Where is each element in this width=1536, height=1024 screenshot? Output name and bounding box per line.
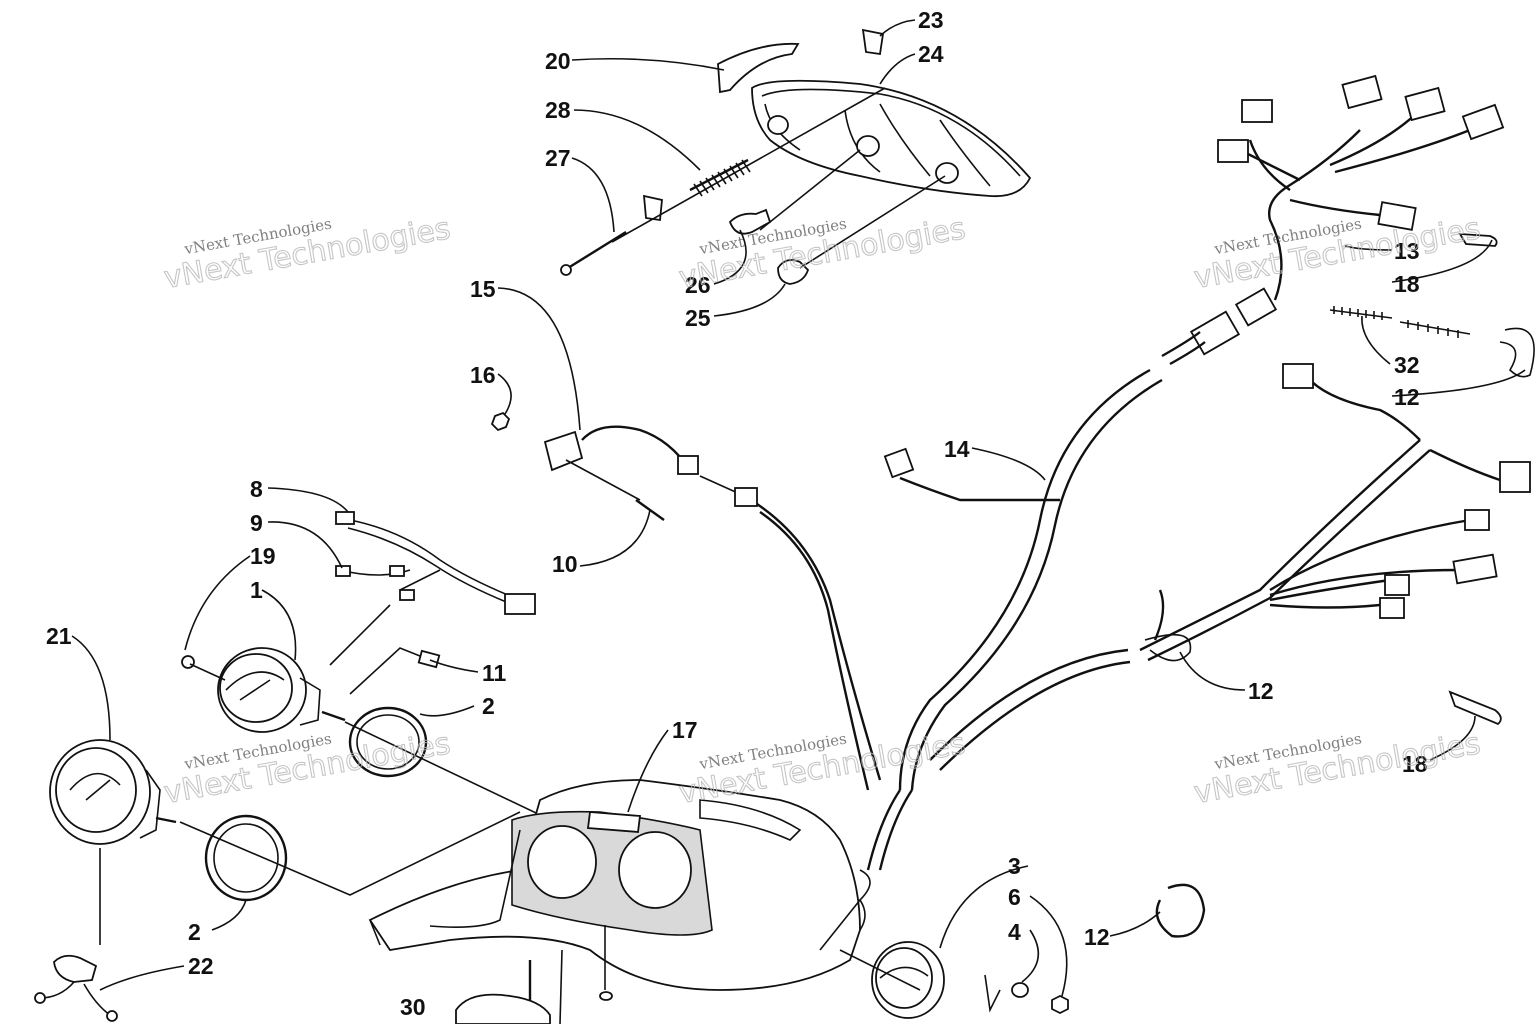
- callout-8: 8: [250, 476, 263, 502]
- callout-25: 25: [685, 305, 711, 331]
- gauge-wiring: [335, 511, 536, 615]
- callout-1: 1: [250, 577, 263, 603]
- callout-6: 6: [1008, 884, 1021, 910]
- hex-nut: [1051, 994, 1069, 1015]
- indicator-lamp: [34, 954, 118, 1022]
- callout-12-lower: 12: [1084, 924, 1110, 950]
- callout-30: 30: [400, 994, 426, 1020]
- gauge-1: [217, 647, 346, 733]
- callout-20: 20: [545, 48, 571, 74]
- callout-14: 14: [944, 436, 970, 462]
- bracket-nut: [490, 411, 511, 432]
- adjuster-bracket: [642, 194, 663, 222]
- callout-18-upper: 18: [1394, 271, 1420, 297]
- headlight-clip: [861, 28, 885, 56]
- callout-18-lower: 18: [1402, 751, 1428, 777]
- callout-24: 24: [918, 41, 944, 67]
- gauge-ring-lower: [204, 814, 288, 902]
- adjuster-screw: [567, 230, 627, 270]
- harness-clip-lower: [1448, 690, 1502, 726]
- callout-21: 21: [46, 623, 72, 649]
- trim-strip: [717, 42, 800, 94]
- washer: [599, 991, 613, 1001]
- watermark-5: vNext Technologies vNext Technologies: [676, 726, 969, 812]
- watermark-6: vNext Technologies vNext Technologies: [1191, 726, 1484, 812]
- callout-12-right: 12: [1394, 384, 1420, 410]
- callout-3: 3: [1008, 853, 1021, 879]
- lower-right-harness: [1139, 363, 1531, 662]
- callout-28: 28: [545, 97, 571, 123]
- callout-leaders: [71, 19, 1526, 997]
- harness-clamp: [1499, 327, 1535, 378]
- gauge-bulb: [181, 655, 195, 669]
- callout-12-mid: 12: [1248, 678, 1274, 704]
- callout-15: 15: [470, 276, 496, 302]
- watermark-2: vNext Technologies vNext Technologies: [676, 211, 969, 297]
- callout-17: 17: [672, 717, 698, 743]
- callout-13: 13: [1394, 238, 1420, 264]
- callout-19: 19: [250, 543, 276, 569]
- callout-2-lower: 2: [188, 919, 201, 945]
- callout-27: 27: [545, 145, 571, 171]
- gauge-lamp: [417, 649, 441, 669]
- nut-washer: [1011, 982, 1029, 998]
- main-wiring-harness: [866, 287, 1278, 871]
- callout-23: 23: [918, 7, 944, 33]
- headlight-bulb: [777, 259, 810, 285]
- callout-4: 4: [1008, 919, 1021, 945]
- upper-harness-connectors: [1217, 74, 1505, 301]
- callout-labels: 20 23 24 28 27 26 25 15 16 10 8 9 19 1 1…: [46, 7, 1428, 1020]
- harness-clip: [1458, 232, 1498, 247]
- connector-plug: [734, 487, 758, 507]
- adjuster-screw-head: [560, 264, 572, 276]
- callout-26: 26: [685, 272, 711, 298]
- gauge-ring-upper: [348, 706, 428, 778]
- callout-9: 9: [250, 510, 263, 536]
- bulb-socket: [728, 208, 772, 235]
- dash-panel: [368, 779, 871, 991]
- gauge-bracket: [543, 425, 699, 475]
- callout-2-upper: 2: [482, 693, 495, 719]
- callout-10: 10: [552, 551, 578, 577]
- gauge-2: [49, 739, 177, 845]
- headlight-housing: [751, 79, 1032, 198]
- harness-spring: [1329, 306, 1471, 338]
- callout-22: 22: [188, 953, 214, 979]
- gauge-3: [871, 941, 945, 1019]
- watermark-1: vNext Technologies vNext Technologies: [161, 211, 454, 297]
- mount-bracket: [455, 993, 551, 1024]
- callout-11: 11: [482, 660, 507, 686]
- callout-16: 16: [470, 362, 496, 388]
- harness-clamp-mid: [1144, 633, 1192, 662]
- callout-32: 32: [1394, 352, 1420, 378]
- watermarks: vNext Technologies vNext Technologies vN…: [161, 211, 1484, 812]
- harness-ring: [1155, 883, 1206, 938]
- watermark-4: vNext Technologies vNext Technologies: [161, 726, 454, 812]
- adjuster-spring: [689, 158, 751, 197]
